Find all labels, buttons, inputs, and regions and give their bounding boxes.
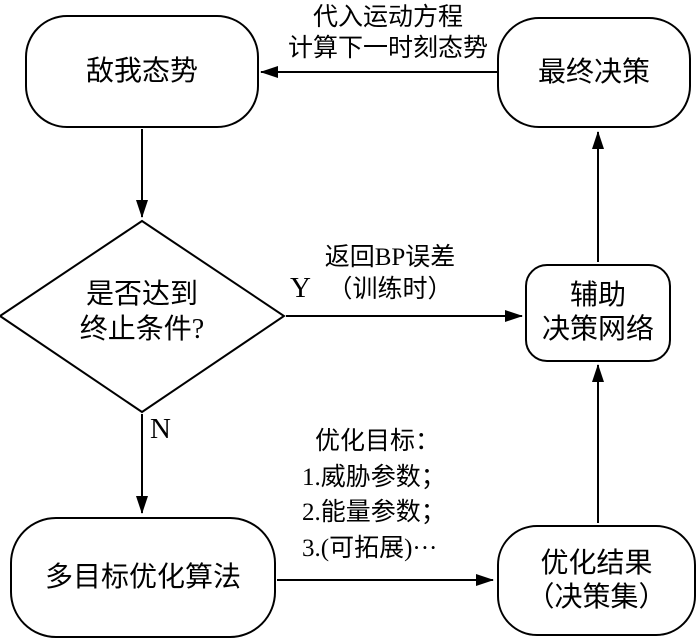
node-enemy-situation: 敌我态势 bbox=[25, 15, 259, 128]
decision-diamond-label-line1: 是否达到 bbox=[85, 279, 198, 310]
label-bp-error: 返回BP误差 （训练时） bbox=[297, 242, 483, 306]
node-aux-decision-network-line2: 决策网络 bbox=[541, 314, 654, 345]
label-motion-equation-line2: 计算下一时刻态势 bbox=[287, 35, 488, 62]
node-final-decision-label: 最终决策 bbox=[537, 56, 650, 88]
node-aux-decision-network: 辅助 决策网络 bbox=[525, 264, 671, 362]
label-motion-equation-line1: 代入运动方程 bbox=[312, 4, 463, 31]
label-optimization-goals: 优化目标： 1.威胁参数； 2.能量参数； 3.(可拓展)··· bbox=[302, 424, 446, 566]
node-multiobjective-optimization-algorithm-label: 多目标优化算法 bbox=[44, 561, 241, 593]
label-motion-equation: 代入运动方程 计算下一时刻态势 bbox=[278, 2, 498, 64]
node-optimization-result: 优化结果 （决策集） bbox=[497, 525, 696, 636]
node-enemy-situation-label: 敌我态势 bbox=[85, 55, 198, 87]
node-final-decision: 最终决策 bbox=[497, 17, 691, 128]
label-optimization-goals-title: 优化目标： bbox=[315, 428, 441, 455]
label-bp-error-line2: （训练时） bbox=[327, 276, 453, 303]
label-optimization-goals-item2: 2.能量参数； bbox=[302, 499, 446, 526]
label-no: N bbox=[150, 413, 171, 445]
label-optimization-goals-item3: 3.(可拓展)··· bbox=[302, 534, 438, 562]
decision-diamond-label: 是否达到 终止条件? bbox=[37, 277, 247, 347]
decision-diamond-shape bbox=[0, 219, 286, 414]
node-aux-decision-network-line1: 辅助 bbox=[569, 280, 626, 311]
node-multiobjective-optimization-algorithm: 多目标优化算法 bbox=[10, 517, 276, 638]
node-optimization-result-line1: 优化结果 bbox=[540, 547, 653, 579]
label-optimization-goals-item1: 1.威胁参数； bbox=[302, 463, 446, 491]
decision-diamond-label-line2: 终止条件? bbox=[79, 314, 205, 345]
label-bp-error-line1: 返回BP误差 bbox=[324, 244, 456, 271]
node-optimization-result-line2: （决策集） bbox=[526, 581, 667, 613]
label-yes: Y bbox=[290, 272, 311, 304]
